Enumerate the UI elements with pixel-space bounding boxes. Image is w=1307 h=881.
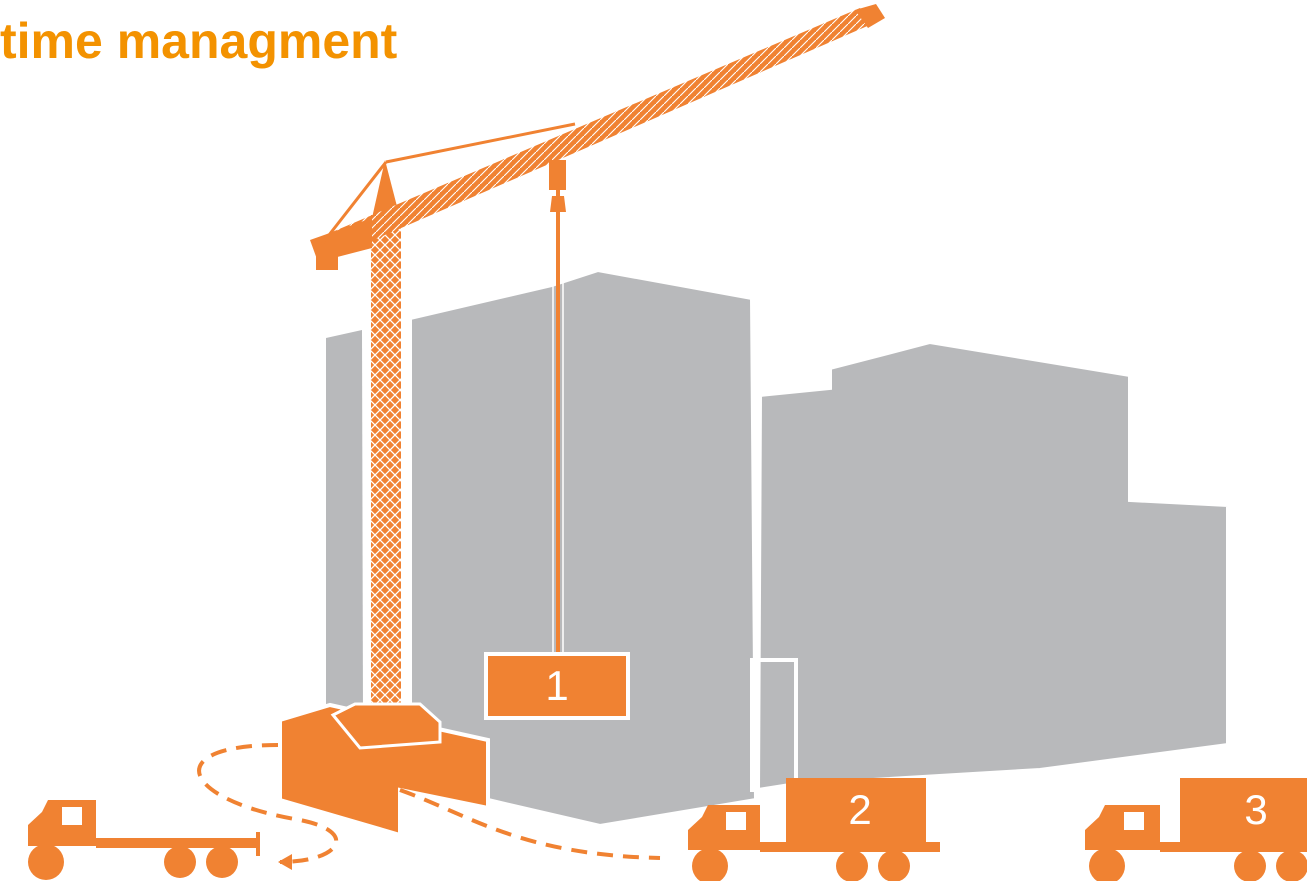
load-box-1: 1 <box>484 652 630 720</box>
box-3-label: 3 <box>1244 786 1267 833</box>
crane-jib <box>318 8 872 258</box>
truck-middle: 2 <box>688 778 940 881</box>
box-2-label: 2 <box>848 786 871 833</box>
crane-tie-front <box>385 122 576 164</box>
crane-mast <box>371 215 401 715</box>
crane-tie-back <box>320 161 388 245</box>
crane-base-top <box>330 702 442 750</box>
truck-path <box>197 743 661 870</box>
dashed-path-right <box>399 788 661 860</box>
path-arrowhead <box>278 854 292 870</box>
truck-left <box>28 800 260 880</box>
box-1-label: 1 <box>545 662 568 709</box>
building-right <box>755 339 1230 793</box>
load-box-3 <box>1180 778 1307 842</box>
truck-right: 3 <box>1085 778 1307 881</box>
building-wall-line <box>750 658 798 792</box>
crane-jib-tip <box>855 4 885 28</box>
dashed-path-left <box>197 743 339 864</box>
crane-apex <box>372 160 400 218</box>
building-left <box>326 330 363 720</box>
page-title: time managment <box>0 13 398 69</box>
crane-counterweight <box>316 248 338 270</box>
load-box-2 <box>786 778 926 842</box>
tower-crane <box>278 4 885 838</box>
crane-hook <box>550 196 566 212</box>
crane-trolley <box>549 160 566 190</box>
